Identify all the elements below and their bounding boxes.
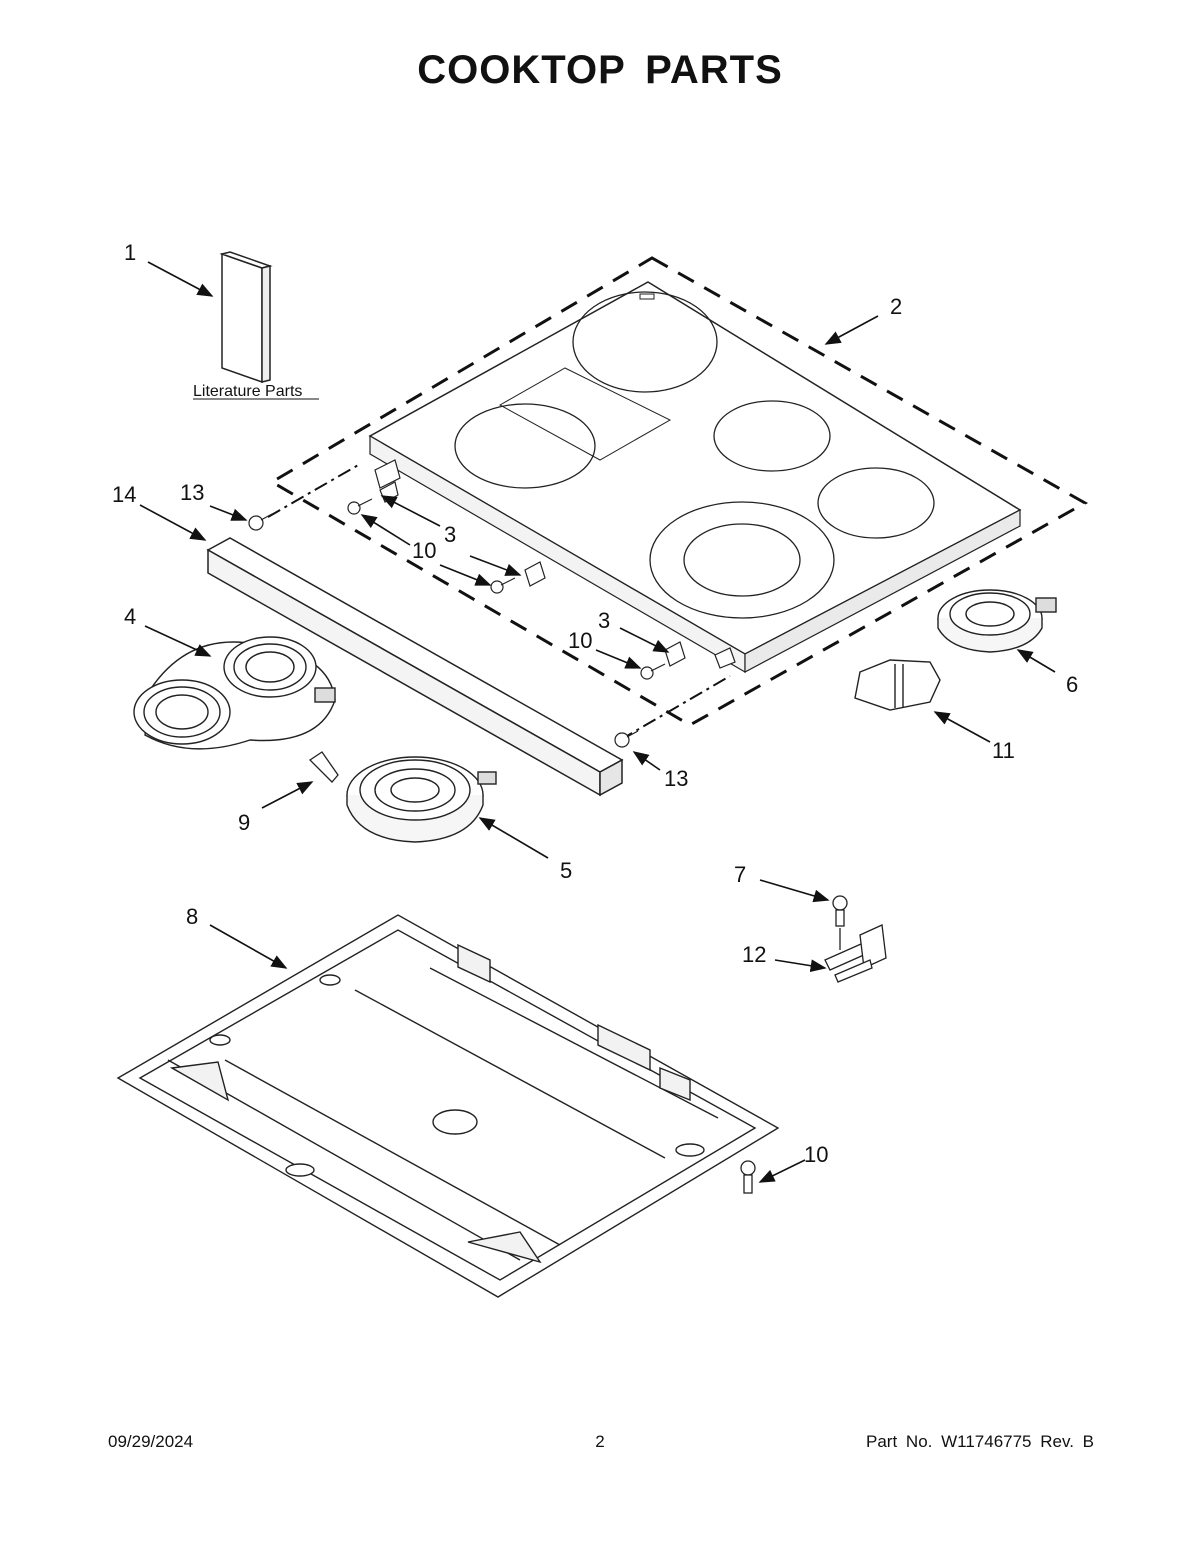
front-trim [206,537,624,797]
footer-part-number: Part No. W11746775 Rev. B [866,1432,1094,1451]
dual-element [133,636,336,750]
callout-4: 4 [124,604,136,629]
callout-9: 9 [238,810,250,835]
callout-6: 6 [1066,672,1078,697]
radiant-element [346,756,497,843]
cooktop-assembly-outline [269,256,1089,727]
element-bracket [308,751,339,783]
callout-3a: 3 [444,522,456,547]
callout-13a: 13 [180,480,204,505]
callout-7: 7 [734,862,746,887]
callout-10a: 10 [412,538,436,563]
page-title: COOKTOP PARTS [417,48,783,92]
base-screw [740,1160,756,1194]
callout-arrows [139,261,1056,1183]
mounting-screw-bracket [824,895,887,983]
insulation-plate [854,659,941,711]
callout-13b: 13 [664,766,688,791]
callout-12: 12 [742,942,766,967]
callout-3b: 3 [598,608,610,633]
callout-14: 14 [112,482,136,507]
literature-parts-label: Literature Parts [193,383,302,400]
cooktop-base-pan [116,914,780,1298]
footer-page-number: 2 [595,1432,605,1451]
glass-cooktop [368,281,1022,674]
radiant-element-small [937,589,1057,653]
callout-5: 5 [560,858,572,883]
callout-10c: 10 [804,1142,828,1167]
callout-11: 11 [992,738,1015,763]
assembly-guide-lines [267,463,731,741]
callout-1: 1 [124,240,136,265]
footer-date: 09/29/2024 [108,1432,194,1451]
cooktop-screws [248,498,666,748]
callout-10b: 10 [568,628,592,653]
cooktop-brackets [374,459,736,669]
callout-8: 8 [186,904,198,929]
callout-2: 2 [890,294,902,319]
literature-booklet [219,251,273,384]
